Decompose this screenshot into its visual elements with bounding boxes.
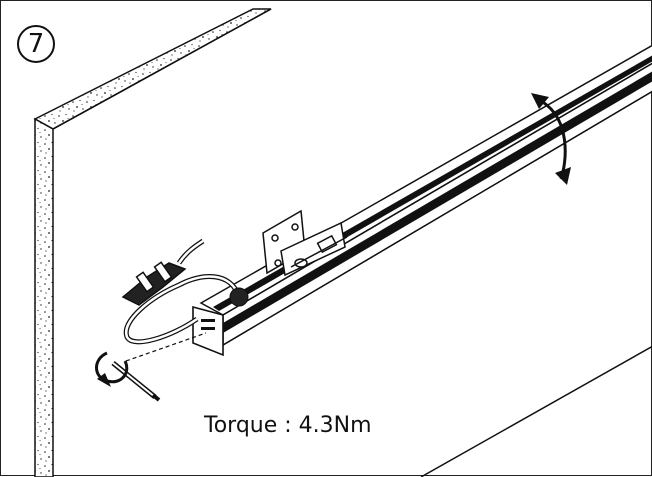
cable-connector	[121, 238, 205, 306]
alignment-dashed-line	[125, 332, 207, 362]
rotate-arrow-icon	[95, 351, 129, 387]
cable-gland	[229, 287, 249, 307]
wall-top-face	[33, 8, 272, 130]
step-number-badge: 7	[17, 25, 55, 63]
light-bar	[192, 44, 652, 357]
screwdriver-icon	[111, 361, 161, 402]
mounting-bracket	[262, 209, 348, 277]
step-number: 7	[27, 29, 45, 59]
wall-face-top-line	[52, 8, 272, 130]
wall-bottom-line	[420, 345, 652, 477]
rotate-arrow-icon	[531, 93, 571, 185]
wall-edge	[34, 117, 54, 477]
torque-label: Torque : 4.3Nm	[204, 413, 372, 438]
